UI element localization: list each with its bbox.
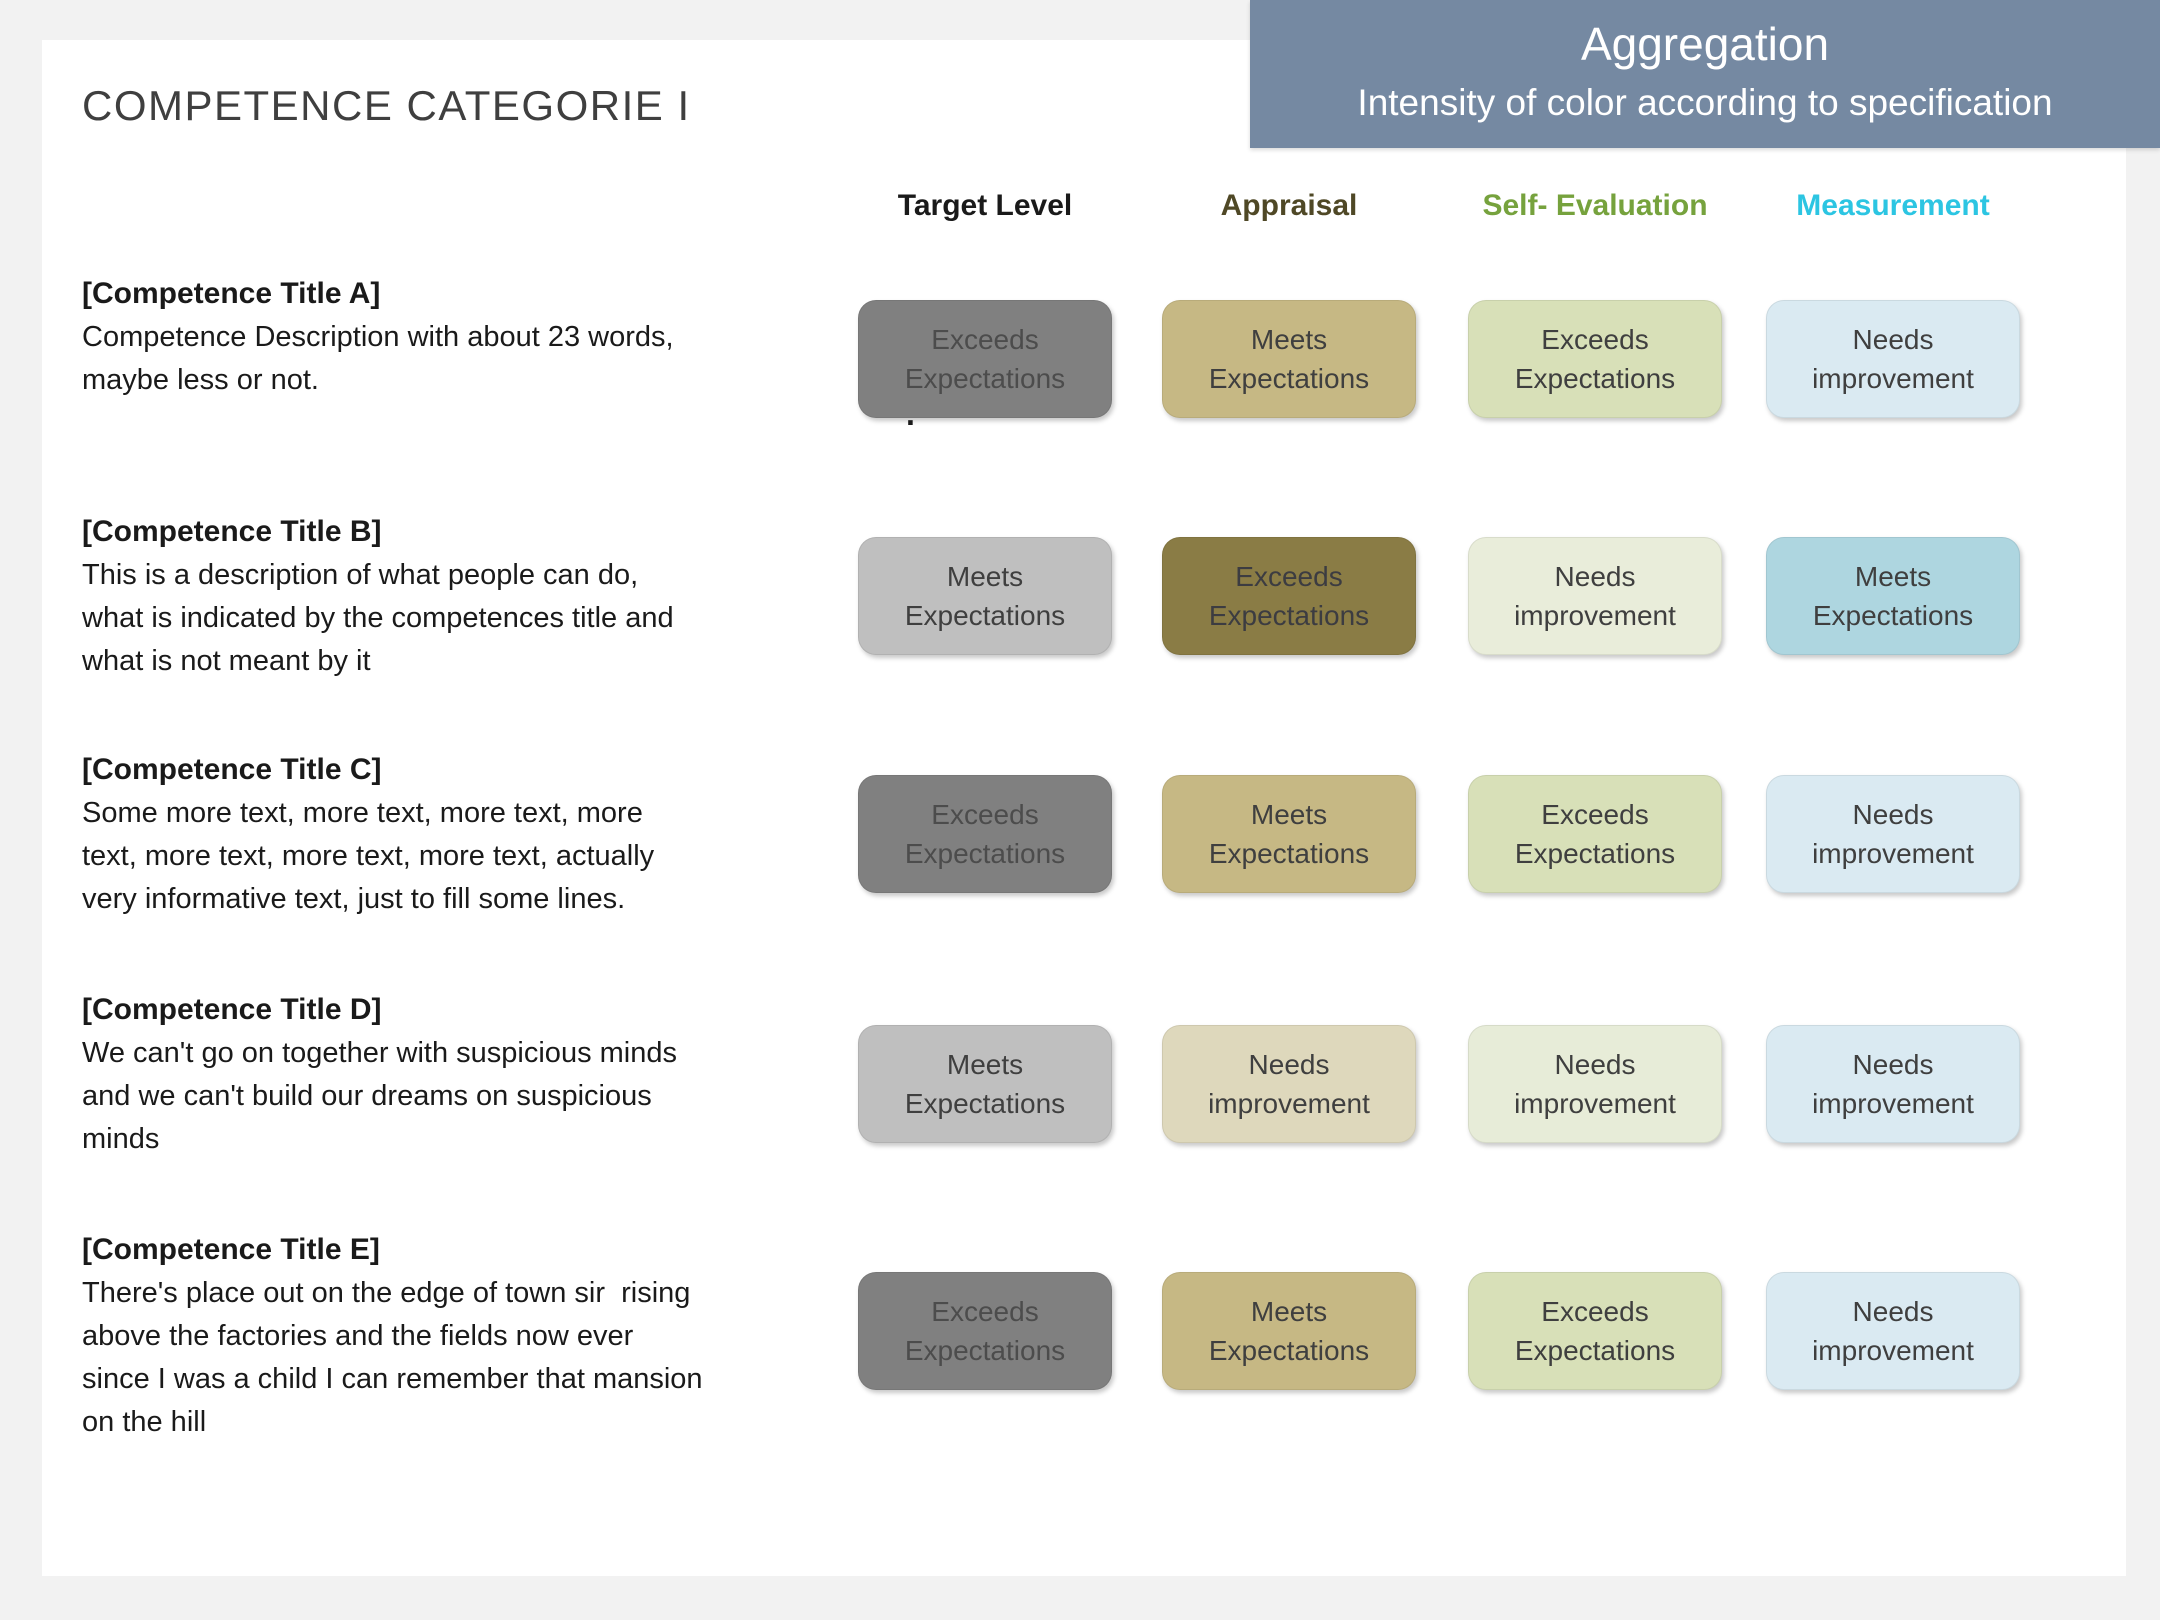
competence-row-e: [Competence Title E] There's place out o… [82,1228,782,1444]
competence-title: [Competence Title A] [82,277,381,310]
box-e-appraisal: Meets Expectations [1162,1272,1416,1390]
column-header-measurement: Measurement [1796,189,1990,222]
box-b-target-level: Meets Expectations [858,537,1112,655]
box-e-measurement: Needs improvement [1766,1272,2020,1390]
box-b-measurement: Meets Expectations [1766,537,2020,655]
box-a-measurement: Needs improvement [1766,300,2020,418]
competence-row-b: [Competence Title B] This is a descripti… [82,510,782,683]
box-c-self-evaluation: Exceeds Expectations [1468,775,1722,893]
column-header-appraisal: Appraisal [1220,189,1358,222]
box-a-target-level: Exceeds Expectations [858,300,1112,418]
column-header-self-evaluation: Self- Evaluation [1482,189,1708,222]
box-e-self-evaluation: Exceeds Expectations [1468,1272,1722,1390]
box-e-target-level: Exceeds Expectations [858,1272,1112,1390]
box-c-appraisal: Meets Expectations [1162,775,1416,893]
competence-row-c: [Competence Title C] Some more text, mor… [82,748,782,921]
competence-description: This is a description of what people can… [82,559,674,677]
competence-title: [Competence Title B] [82,515,382,548]
box-b-appraisal: Exceeds Expectations [1162,537,1416,655]
box-c-measurement: Needs improvement [1766,775,2020,893]
competence-title: [Competence Title E] [82,1233,380,1266]
stray-period-mark: . [906,396,915,432]
box-d-measurement: Needs improvement [1766,1025,2020,1143]
box-d-appraisal: Needs improvement [1162,1025,1416,1143]
page-title: COMPETENCE CATEGORIE I [82,82,691,129]
competence-description: Competence Description with about 23 wor… [82,321,674,396]
box-c-target-level: Exceeds Expectations [858,775,1112,893]
banner-title: Aggregation [1580,18,1830,70]
competence-title: [Competence Title D] [82,993,382,1026]
competence-description: Some more text, more text, more text, mo… [82,797,655,915]
box-d-self-evaluation: Needs improvement [1468,1025,1722,1143]
competence-description: There's place out on the edge of town si… [82,1277,703,1438]
box-a-self-evaluation: Exceeds Expectations [1468,300,1722,418]
box-a-appraisal: Meets Expectations [1162,300,1416,418]
competence-row-a: [Competence Title A] Competence Descript… [82,272,782,402]
box-d-target-level: Meets Expectations [858,1025,1112,1143]
banner-subtitle: Intensity of color according to specific… [1357,82,2053,123]
aggregation-banner: Aggregation Intensity of color according… [1250,0,2160,148]
competence-title: [Competence Title C] [82,753,382,786]
column-header-target-level: Target Level [897,189,1073,222]
competence-row-d: [Competence Title D] We can't go on toge… [82,988,782,1161]
competence-description: We can't go on together with suspicious … [82,1037,677,1155]
box-b-self-evaluation: Needs improvement [1468,537,1722,655]
